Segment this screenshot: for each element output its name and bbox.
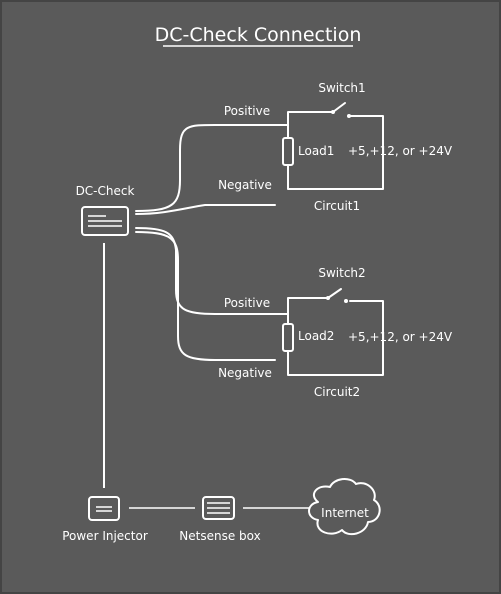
circuit2-load-resistor [282,323,294,352]
circuit2-switch-label: Switch2 [318,266,365,280]
circuit1-loop [287,111,384,190]
power-injector-icon [88,496,120,521]
circuit2-loop [287,297,384,376]
circuit2-positive-wire [135,227,289,315]
circuit1-name-label: Circuit1 [314,199,360,213]
power-injector-label: Power Injector [62,529,148,543]
diagram-title: DC-Check Connection [155,24,362,46]
circuit1-positive-wire [135,124,289,212]
circuit1-switch-icon [331,102,351,118]
circuit2-name-label: Circuit2 [314,385,360,399]
circuit1-switch-label: Switch1 [318,81,365,95]
circuit1-load-label: Load1 [298,144,334,158]
circuit1: Switch1 Positive Negative Load1 +5,+12, … [218,81,453,213]
circuit2-load-label: Load2 [298,329,334,343]
circuit1-positive-label: Positive [224,104,270,118]
circuit2-negative-wire [135,231,276,361]
internet-label: Internet [321,506,369,520]
internet-cloud-icon [308,478,381,536]
circuit2-negative-label: Negative [218,366,272,380]
circuit1-load-resistor [282,137,294,166]
netsense-box-label: Netsense box [179,529,260,543]
circuit2-positive-label: Positive [224,296,270,310]
circuit2-switch-icon [326,288,348,303]
circuit2-voltage-label: +5,+12, or +24V [348,330,453,344]
dc-check-device-icon [81,206,129,236]
circuit2: Switch2 Positive Negative Load2 +5,+12, … [218,266,453,399]
circuit1-negative-label: Negative [218,178,272,192]
circuit1-voltage-label: +5,+12, or +24V [348,144,453,158]
dc-check-label: DC-Check [76,184,135,198]
netsense-box-icon [202,496,235,520]
circuit1-negative-wire [135,204,276,215]
